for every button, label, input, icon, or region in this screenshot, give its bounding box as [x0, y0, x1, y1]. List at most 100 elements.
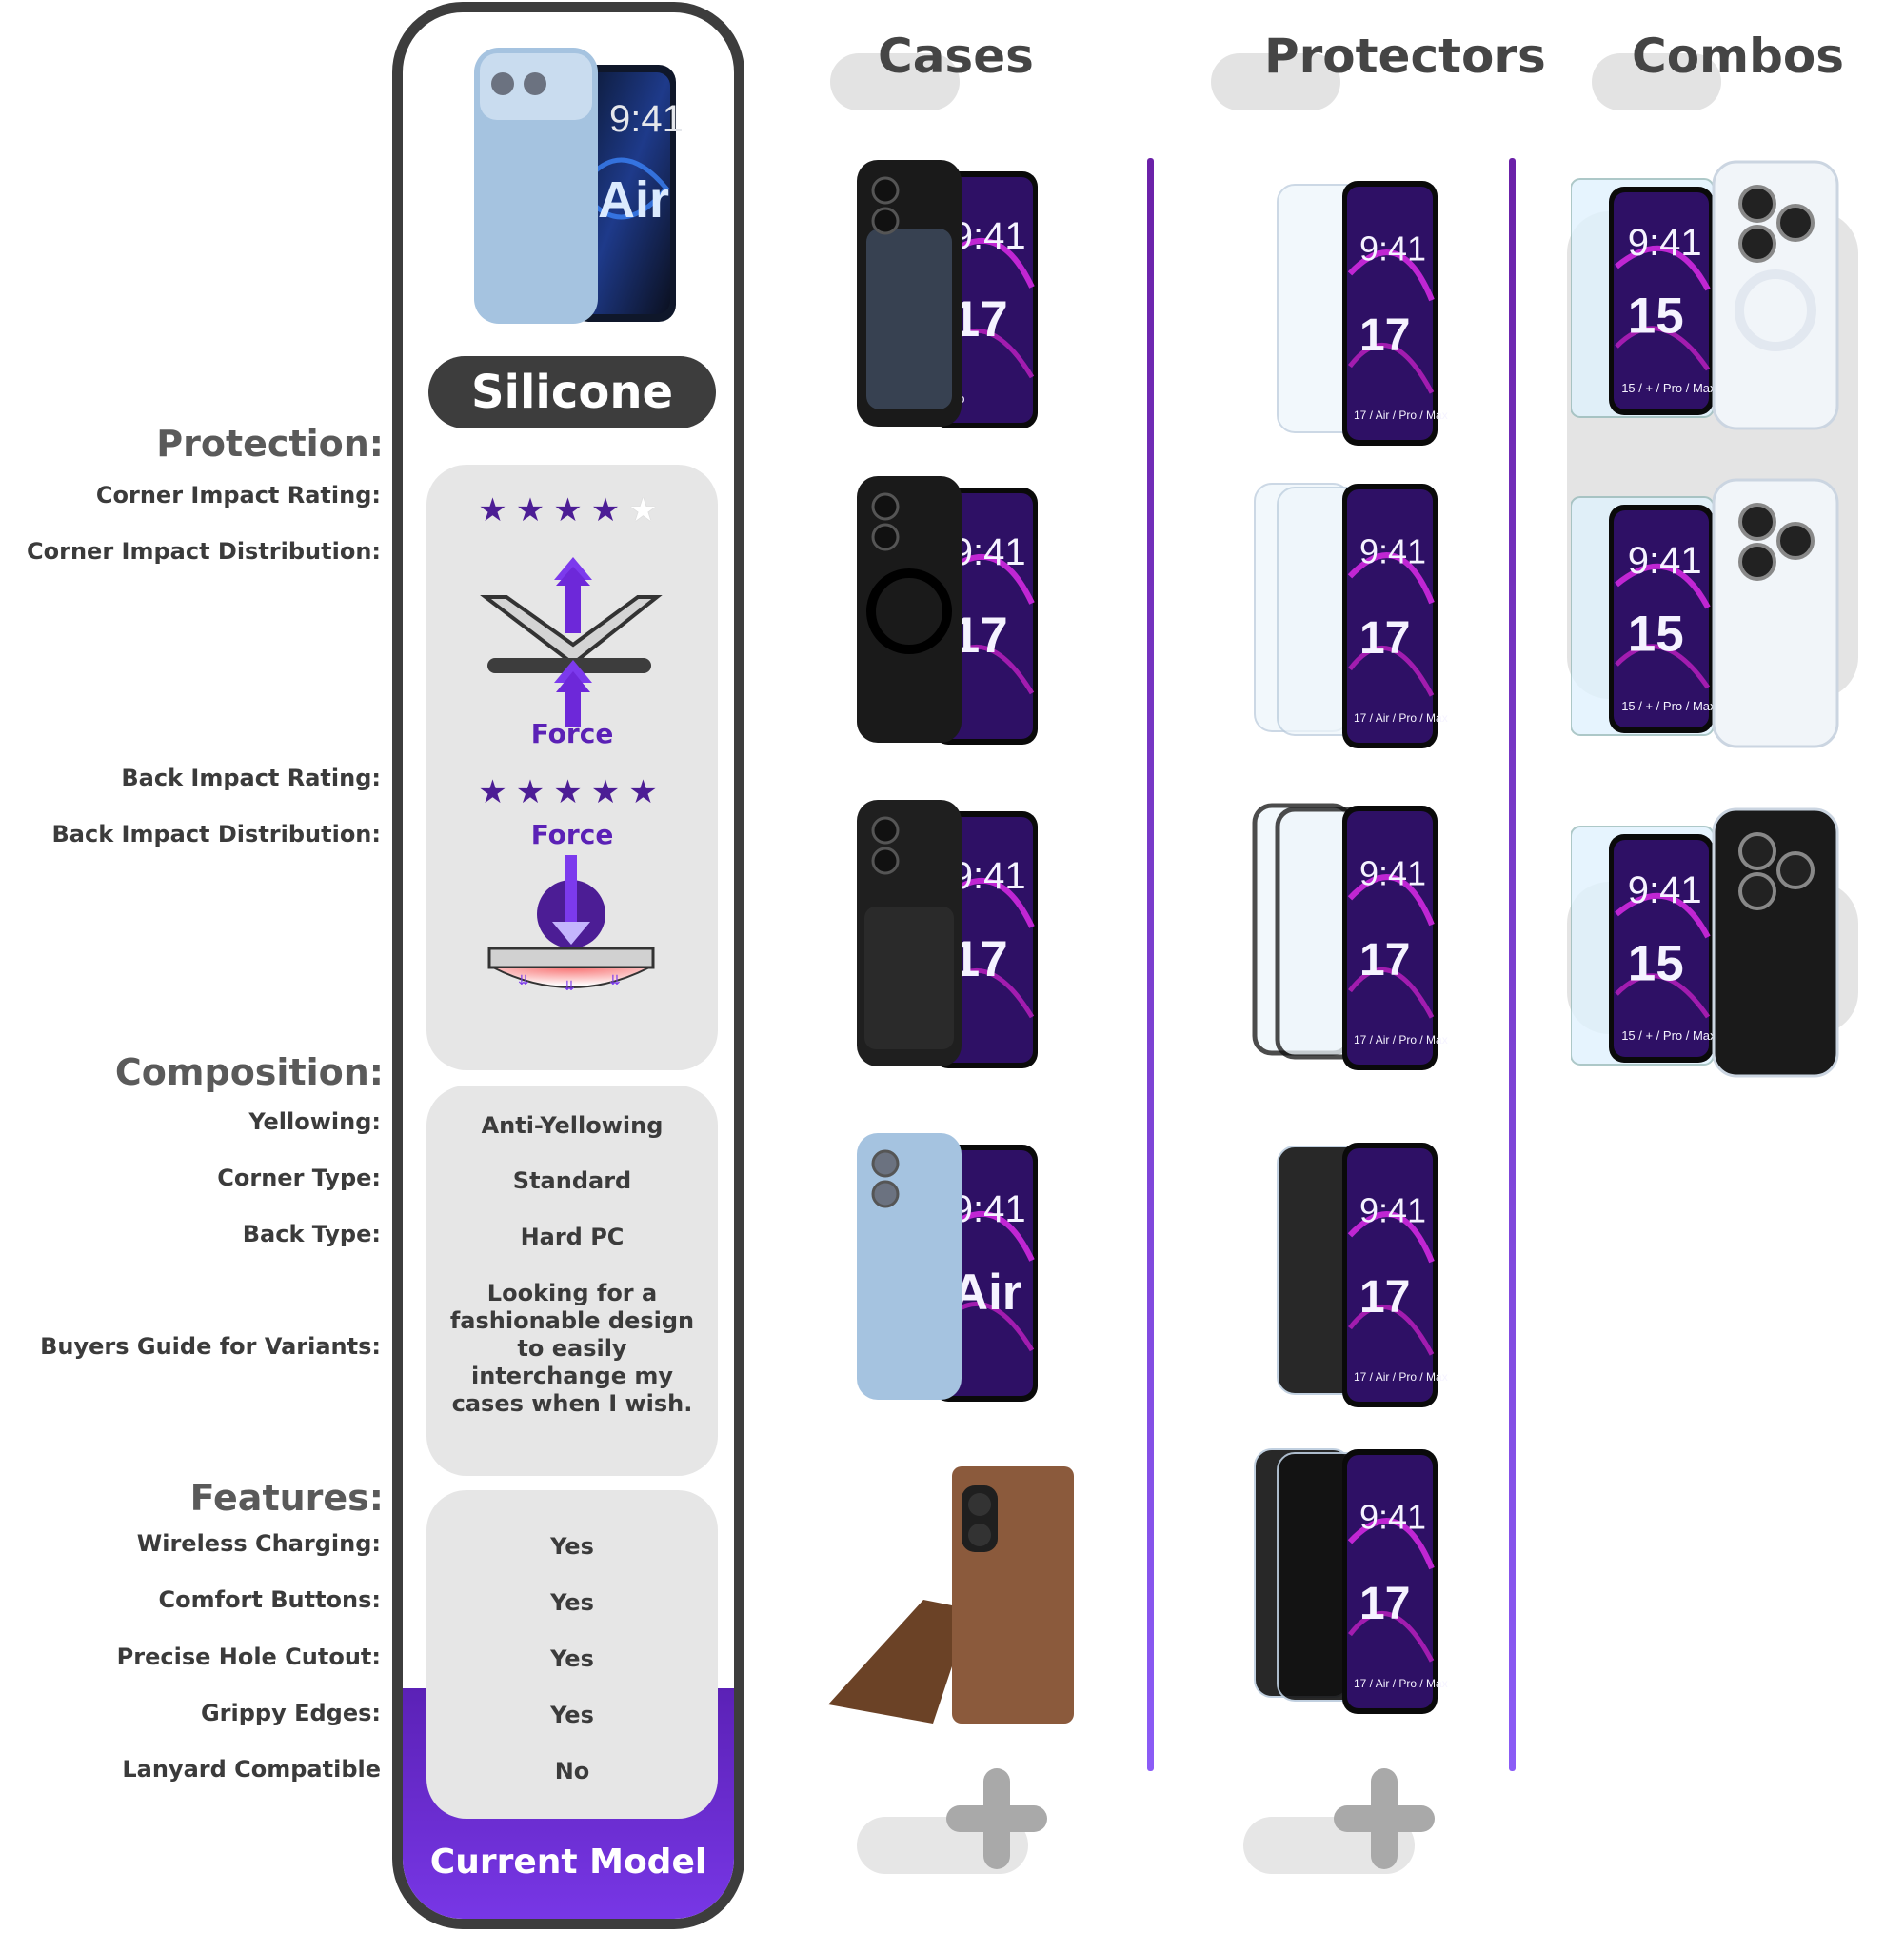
back-type-label: Back Type:: [242, 1221, 381, 1247]
phone-model: 17: [1359, 935, 1410, 986]
phone-time: 9:41: [1628, 540, 1702, 582]
leather-folio-case-icon[interactable]: [809, 1447, 1095, 1733]
phone-model: 17: [1359, 613, 1410, 664]
protectors-header[interactable]: Protectors: [1264, 29, 1546, 84]
phone-sub-label: 17 / Air / Pro / Max: [1354, 1370, 1448, 1384]
phone-sub-label: 15 / + / Pro / Max: [1621, 1028, 1716, 1043]
combos-header-pill: [1592, 53, 1721, 110]
cases-header-pill: [830, 53, 960, 110]
cases-header[interactable]: Cases: [878, 29, 1034, 84]
corner-type-value: Standard: [512, 1167, 632, 1194]
star-full-icon: ★: [590, 773, 629, 811]
combos-header[interactable]: Combos: [1632, 29, 1845, 84]
cases-plus-icon[interactable]: [946, 1805, 1047, 1832]
phone-time: 9:41: [1359, 1190, 1426, 1229]
model-name-pill: Silicone: [428, 356, 716, 428]
current-model-label: Current Model: [429, 1843, 707, 1882]
svg-text:⇊: ⇊: [518, 973, 529, 988]
svg-text:⇊: ⇊: [564, 979, 575, 994]
star-full-icon: ★: [628, 773, 666, 811]
phone-time: 9:41: [1628, 869, 1702, 911]
black-combo-icon[interactable]: 9:41 15 15 / + / Pro / Max: [1571, 806, 1856, 1082]
yellowing-label: Yellowing:: [248, 1108, 381, 1135]
star-full-icon: ★: [515, 773, 554, 811]
phone-model: Air: [952, 1265, 1022, 1321]
star-empty-icon: ★: [628, 491, 666, 529]
wireless-charging-value: Yes: [550, 1533, 594, 1560]
star-full-icon: ★: [590, 491, 629, 529]
phone-model: 17: [1359, 1579, 1410, 1629]
phone-model: 15: [1628, 936, 1684, 992]
phone-time: 9:41: [952, 531, 1026, 573]
phone-model: 17: [1359, 310, 1410, 361]
privacy-protector-icon[interactable]: 9:41 17 17 / Air / Pro / Max: [1247, 1133, 1457, 1419]
cases-protectors-divider: [1147, 158, 1154, 1771]
protectors-plus-icon[interactable]: [1334, 1805, 1435, 1832]
phone-sub-label: 17 / Air / Pro / Max: [1354, 711, 1448, 725]
corner-type-label: Corner Type:: [217, 1165, 381, 1191]
buyers-guide-label: Buyers Guide for Variants:: [40, 1333, 381, 1360]
yellowing-value: Anti-Yellowing: [481, 1112, 664, 1139]
composition-panel: [426, 1086, 718, 1476]
corner-force-label: Force: [530, 718, 614, 749]
phone-model: Air: [598, 171, 669, 229]
grippy-edges-value: Yes: [550, 1702, 594, 1728]
back-impact-stars: ★★★★★: [426, 773, 718, 811]
back-type-value: Hard PC: [520, 1224, 625, 1250]
back-impact-distribution-label: Back Impact Distribution:: [51, 821, 381, 847]
star-full-icon: ★: [553, 773, 591, 811]
phone-sub-label: 17 / Air / Pro / Max: [1354, 1677, 1448, 1690]
double-glass-protector-icon[interactable]: 9:41 17 17 / Air / Pro / Max: [1247, 474, 1457, 760]
phone-time: 9:41: [952, 215, 1026, 257]
grippy-edges-label: Grippy Edges:: [200, 1700, 381, 1726]
protection-title: Protection:: [156, 423, 384, 465]
features-panel: [426, 1490, 718, 1819]
double-privacy-protector-icon[interactable]: 9:41 17 17 / Air / Pro / Max: [1247, 1440, 1457, 1725]
phone-model: 17: [1359, 1272, 1410, 1323]
phone-time: 9:41: [1359, 1497, 1426, 1536]
phone-sub-label: 15 / + / Pro / Max: [1621, 699, 1716, 713]
lanyard-compatible-label: Lanyard Compatible: [122, 1756, 381, 1783]
back-force-label: Force: [530, 819, 614, 850]
full-cover-protector-icon[interactable]: 9:41 17 17 / Air / Pro / Max: [1247, 796, 1457, 1082]
silicone-case-icon: 9:41 Air: [474, 48, 684, 324]
phone-time: 9:41: [952, 1188, 1026, 1230]
wireless-charging-label: Wireless Charging:: [136, 1530, 381, 1557]
clear-combo-icon[interactable]: 9:41 15 15 / + / Pro / Max: [1571, 476, 1856, 752]
star-full-icon: ★: [478, 491, 516, 529]
phone-sub-label: 15 / + / Pro / Max: [1621, 381, 1716, 395]
phone-time: 9:41: [1359, 229, 1426, 268]
phone-time: 9:41: [609, 98, 684, 140]
star-full-icon: ★: [478, 773, 516, 811]
phone-time: 9:41: [1359, 531, 1426, 570]
phone-sub-label: 17 / Air / Pro / Max: [1354, 409, 1448, 422]
protectors-combos-divider: [1509, 158, 1516, 1771]
corner-impact-stars: ★★★★★: [426, 491, 718, 529]
buyers-guide-value: Looking for a fashionable design to easi…: [449, 1280, 695, 1417]
comfort-buttons-value: Yes: [550, 1589, 594, 1616]
composition-title: Composition:: [114, 1051, 384, 1093]
star-full-icon: ★: [515, 491, 554, 529]
corner-impact-distribution-label: Corner Impact Distribution:: [27, 538, 381, 565]
phone-time: 9:41: [1359, 853, 1426, 892]
magsafe-clear-combo-icon[interactable]: 9:41 15 15 / + / Pro / Max: [1571, 158, 1856, 434]
clear-black-case-icon[interactable]: 9:4117Pro: [809, 152, 1095, 438]
phone-model: 15: [1628, 289, 1684, 345]
protectors-header-pill: [1211, 53, 1340, 110]
phone-model: 15: [1628, 607, 1684, 663]
comfort-buttons-label: Comfort Buttons:: [158, 1586, 381, 1613]
phone-time: 9:41: [1628, 222, 1702, 264]
single-glass-protector-icon[interactable]: 9:41 17 17 / Air / Pro / Max: [1247, 171, 1457, 457]
corner-impact-rating-label: Corner Impact Rating:: [95, 482, 381, 508]
corner-impact-diagram-icon: [480, 557, 663, 727]
precise-hole-cutout-value: Yes: [550, 1645, 594, 1672]
back-impact-diagram-icon: ⇊ ⇊ ⇊: [487, 855, 655, 994]
svg-text:⇊: ⇊: [609, 973, 621, 988]
precise-hole-cutout-label: Precise Hole Cutout:: [116, 1644, 381, 1670]
star-full-icon: ★: [553, 491, 591, 529]
lanyard-compatible-value: No: [554, 1758, 590, 1784]
phone-sub-label: 17 / Air / Pro / Max: [1354, 1033, 1448, 1046]
